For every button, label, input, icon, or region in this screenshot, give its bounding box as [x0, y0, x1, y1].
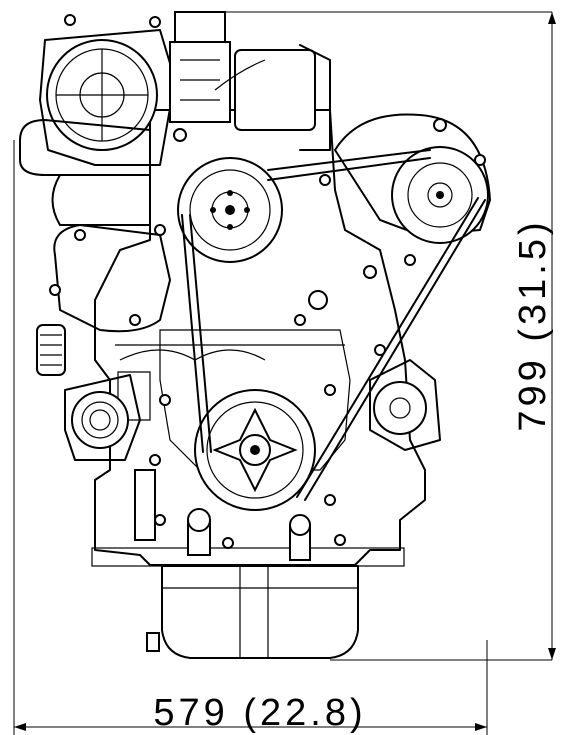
dimension-lines: [13, 11, 556, 735]
height-dimension-label: 799 (31.5): [512, 218, 554, 431]
intake-housing: [19, 29, 176, 226]
bolts: [49, 14, 486, 549]
dipstick-tube: [134, 469, 156, 541]
intake-pipe: [51, 174, 151, 226]
height-arrow-bottom: [548, 648, 556, 660]
gear-case-cover: [53, 224, 171, 333]
width-arrow-left: [14, 723, 26, 731]
height-arrow-top: [548, 12, 556, 24]
top-assembly: [169, 11, 331, 151]
left-accessories: [36, 224, 171, 541]
bottom-fittings: [187, 508, 311, 561]
width-arrow-right: [475, 723, 487, 731]
fan-belt: [181, 149, 486, 501]
width-dimension-label: 579 (22.8): [153, 692, 366, 734]
idler-pulley: [369, 359, 441, 451]
oil-filler-cap: [36, 324, 66, 376]
top-connector: [174, 11, 226, 43]
oil-pan: [146, 565, 359, 659]
water-pump-pulley: [177, 157, 283, 263]
drain-plug: [146, 632, 160, 652]
crankshaft-pulley: [194, 389, 316, 511]
alternator: [334, 113, 491, 244]
